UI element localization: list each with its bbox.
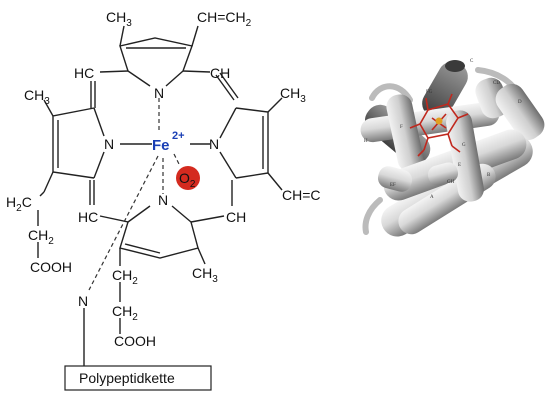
helix-dark-top — [422, 60, 468, 119]
helix-label-f: F — [400, 125, 403, 130]
helix-label-gh: GH — [447, 180, 455, 185]
iron-charge: 2+ — [172, 130, 185, 142]
oxygen-ball — [176, 166, 200, 190]
helix-label-h: H — [364, 139, 368, 144]
helix-label-g: G — [462, 143, 466, 148]
vinyl-right: CH=C — [282, 187, 321, 203]
ch2-left: CH2 — [28, 227, 54, 247]
h2c-left: H2C — [6, 194, 32, 214]
oxygen-label: O2 — [179, 170, 196, 190]
helix-label-a: A — [430, 195, 434, 200]
helix-gh — [427, 162, 459, 186]
methine-bottom-right: CH — [226, 209, 246, 225]
vinyl-top: CH=CH2 — [197, 9, 252, 29]
nitrogen-left: N — [104, 136, 114, 152]
helix-g — [446, 110, 484, 202]
helix-ef — [377, 166, 413, 192]
iron-center: Fe 2+ — [152, 130, 185, 154]
coordination-bonds — [88, 98, 181, 291]
helix-label-b: B — [487, 173, 491, 178]
ch2-bottom-1: CH2 — [112, 267, 138, 287]
helix-label-cd: CD — [493, 81, 500, 86]
methyl-top: CH3 — [106, 9, 132, 29]
methine-bottom-left: HC — [78, 209, 98, 225]
nitrogen-bottom: N — [158, 192, 168, 208]
methyl-left: CH3 — [24, 87, 50, 107]
methyl-right: CH3 — [280, 85, 306, 105]
helix-label-e: E — [458, 163, 461, 168]
atom-labels: CH3 CH=CH2 N N N N N HC CH HC CH CH3 CH3… — [6, 9, 321, 349]
polypeptide-box: Polypeptidkette — [64, 365, 212, 391]
polypeptide-label: Polypeptidkette — [79, 370, 175, 386]
nitrogen-histidine: N — [78, 293, 88, 309]
ch2-bottom-2: CH2 — [112, 303, 138, 323]
nitrogen-top: N — [154, 85, 164, 101]
helix-f — [386, 94, 424, 172]
helix-d — [495, 83, 545, 141]
helix-label-fg: FG — [426, 90, 433, 95]
methine-top-right: CH — [210, 65, 230, 81]
iron-label: Fe — [152, 137, 170, 154]
porphyrin-bonds — [37, 25, 283, 366]
myoglobin-ribbon: A B C CD D E EF F FG G GH H — [360, 59, 545, 237]
cooh-bottom: COOH — [114, 333, 156, 349]
methine-top-left: HC — [74, 65, 94, 81]
helix-labels: A B C CD D E EF F FG G GH H — [364, 59, 522, 200]
methyl-bottom: CH3 — [192, 265, 218, 285]
heme-group — [409, 93, 469, 157]
helix-label-ef: EF — [390, 183, 396, 188]
helix-label-d: D — [518, 100, 522, 105]
nitrogen-right: N — [209, 136, 219, 152]
helix-label-c: C — [470, 59, 474, 64]
cooh-left: COOH — [30, 259, 72, 275]
oxygen-molecule: O2 — [176, 166, 200, 190]
